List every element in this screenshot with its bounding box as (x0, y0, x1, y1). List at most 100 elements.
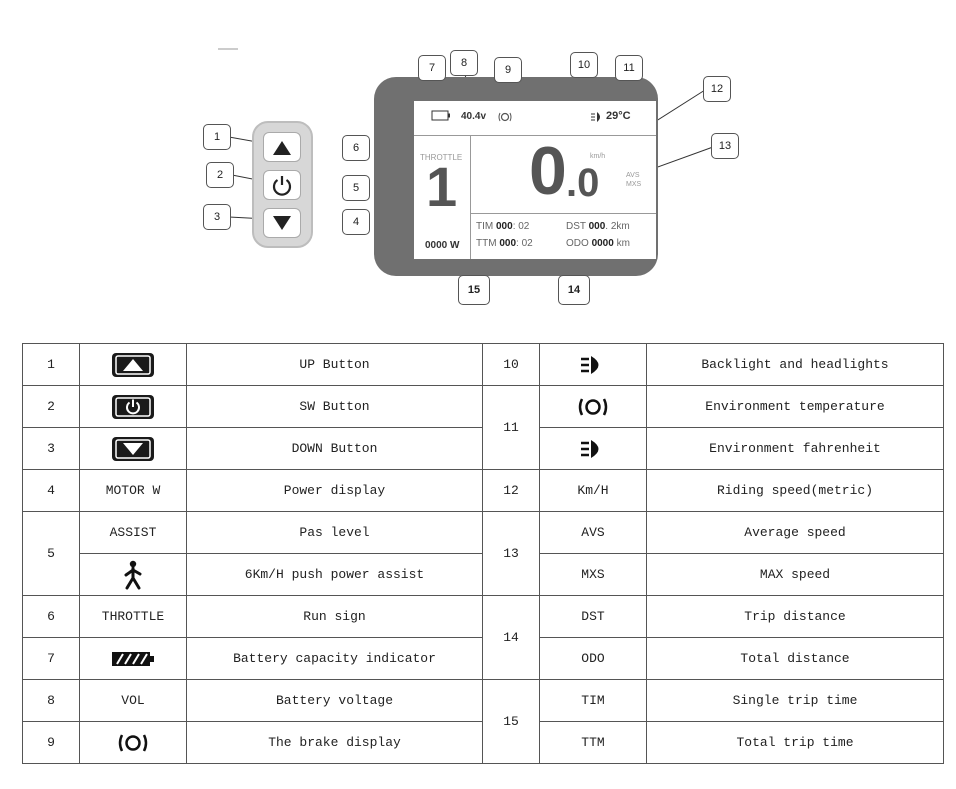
trip-distance-readout: DST 000. 2km (566, 221, 630, 232)
row-number: 6 (22, 595, 80, 638)
tim-label: TIM (476, 221, 494, 232)
row-symbol-cell (79, 637, 187, 680)
table-row: 2 SW Button 11 Environment temperature (22, 385, 944, 470)
dst-label: DST (566, 221, 586, 232)
row-description: Single trip time (646, 679, 944, 722)
row-number: 4 (22, 469, 80, 512)
row-description: Environment temperature (646, 385, 944, 428)
row-description: Run sign (186, 595, 483, 638)
row-description: Total trip time (646, 721, 944, 764)
row-symbol: THROTTLE (79, 595, 187, 638)
speed-unit: km/h (590, 153, 606, 160)
callout-10: 10 (570, 52, 598, 78)
table-row: 6 THROTTLE Run sign 14 DST Trip distance (22, 595, 944, 680)
row-description: Backlight and headlights (646, 343, 944, 386)
table-row: 3 DOWN Button Environment fahrenheit (22, 427, 944, 470)
mxs-label: MXS (626, 181, 642, 188)
row-number: 11 (482, 385, 540, 470)
row-description: Pas level (186, 511, 483, 554)
down-button[interactable] (263, 208, 301, 238)
dst-value-bold: 000 (588, 221, 606, 232)
row-description: SW Button (186, 385, 483, 428)
row-number: 10 (482, 343, 540, 386)
avs-label: AVS (626, 172, 640, 179)
table-row: 6Km/H push power assist MXS MAX speed (23, 553, 944, 596)
row-description: Power display (186, 469, 483, 512)
brake-icon (498, 112, 512, 122)
row-description: MAX speed (646, 553, 944, 596)
brake-icon (578, 397, 608, 416)
callout-6: 6 (342, 135, 370, 161)
callout-8: 8 (450, 50, 478, 76)
callout-7: 7 (418, 55, 446, 81)
table-row: 1 UP Button 10 Backlight and headlights (22, 343, 944, 386)
row-symbol: ODO (539, 637, 647, 680)
row-number: 2 (22, 385, 80, 428)
table-row: 8 VOL Battery voltage 15 TIM Single trip… (22, 679, 944, 764)
up-button[interactable] (263, 132, 301, 162)
ttm-value: : 02 (516, 238, 533, 249)
odo-label: ODO (566, 238, 589, 249)
screen-top-divider (414, 135, 656, 136)
row-description: 6Km/H push power assist (186, 553, 483, 596)
assist-level: 1 (426, 155, 458, 218)
row-number: 3 (22, 427, 80, 470)
callout-4: 4 (342, 209, 370, 235)
battery-icon (112, 651, 154, 666)
control-button-pad (252, 121, 313, 248)
row-symbol: MXS (539, 553, 647, 596)
screen-vertical-divider (470, 135, 471, 259)
row-description: Battery voltage (186, 679, 483, 722)
dst-value: . 2km (605, 221, 630, 232)
row-number: 12 (482, 469, 540, 512)
power-button[interactable] (263, 170, 301, 200)
brake-icon (118, 733, 148, 752)
power-readout: 0000 W (425, 240, 460, 251)
row-number: 8 (22, 679, 80, 722)
headlight-icon (581, 439, 599, 458)
row-symbol-cell (79, 553, 187, 596)
tim-value-bold: 000 (496, 221, 513, 232)
row-number: 15 (482, 679, 540, 764)
row-symbol-cell (539, 343, 647, 386)
power-button-icon (112, 394, 154, 419)
row-symbol-cell (79, 385, 187, 428)
odo-value-bold: 0000 (591, 238, 614, 249)
row-symbol-cell (79, 721, 187, 764)
throttle-label: THROTTLE (420, 153, 463, 162)
row-description: UP Button (186, 343, 483, 386)
callout-9: 9 (494, 57, 522, 83)
total-time-readout: TTM 000: 02 (476, 238, 533, 249)
row-number: 7 (22, 637, 80, 680)
odo-value: km (613, 238, 630, 249)
row-symbol-cell (539, 427, 647, 470)
row-symbol: TIM (539, 679, 647, 722)
row-description: Battery capacity indicator (186, 637, 483, 680)
row-number: 13 (482, 511, 540, 596)
row-description: Riding speed(metric) (646, 469, 944, 512)
row-number: 5 (22, 511, 80, 596)
headlight-icon (581, 355, 599, 374)
row-number: 1 (22, 343, 80, 386)
callout-14: 14 (558, 275, 590, 305)
row-description: DOWN Button (186, 427, 483, 470)
row-number: 14 (482, 595, 540, 680)
callout-15: 15 (458, 275, 490, 305)
row-symbol: Km/H (539, 469, 647, 512)
row-symbol-cell (79, 427, 187, 470)
row-description: Total distance (646, 637, 944, 680)
walking-person-icon (124, 560, 142, 589)
row-symbol-cell (539, 385, 647, 428)
row-symbol: AVS (539, 511, 647, 554)
callout-5: 5 (342, 175, 370, 201)
row-symbol: VOL (79, 679, 187, 722)
row-symbol: TTM (539, 721, 647, 764)
callout-11: 11 (615, 55, 643, 81)
speed-decimal: .0 (566, 161, 600, 205)
table-row: 5 ASSIST Pas level 13 AVS Average speed (22, 511, 944, 596)
tim-value: : 02 (512, 221, 530, 232)
up-button-icon (112, 352, 154, 377)
odometer-readout: ODO 0000 km (566, 238, 630, 249)
battery-icon (431, 110, 450, 121)
row-symbol: ASSIST (79, 511, 187, 554)
